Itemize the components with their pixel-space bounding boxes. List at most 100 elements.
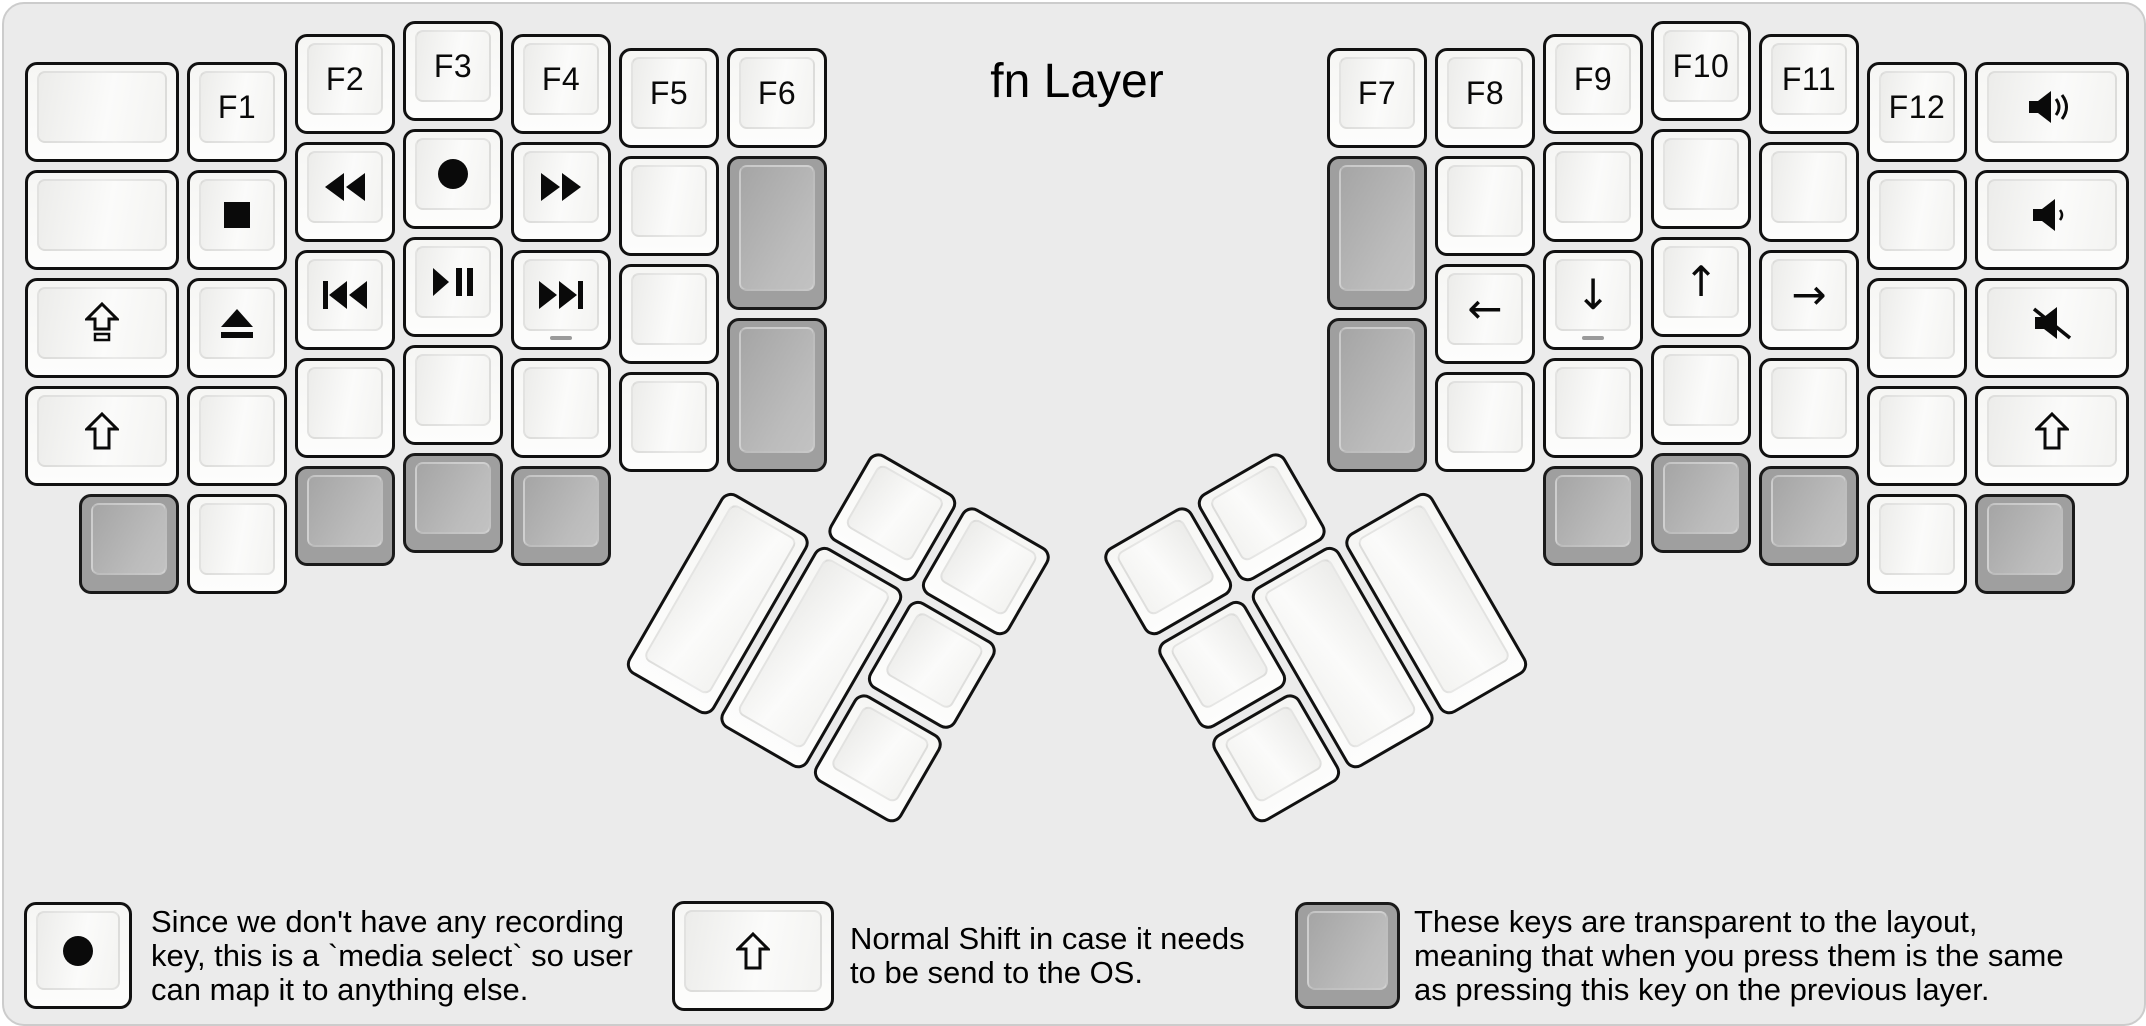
key-blank[interactable] (295, 358, 395, 458)
key-label: F8 (1465, 74, 1505, 111)
key-media-fast-forward[interactable] (511, 142, 611, 242)
record-icon (436, 157, 470, 191)
key-transparent[interactable] (1651, 453, 1751, 553)
key-media-rewind[interactable] (295, 142, 395, 242)
legend-key-shift (672, 901, 834, 1011)
key-f4[interactable]: F4 (511, 34, 611, 134)
keycap-surface (1879, 395, 1955, 467)
keycap-surface (523, 367, 599, 439)
legend-key-transparent (1295, 902, 1400, 1009)
key-blank[interactable] (1543, 358, 1643, 458)
key-blank[interactable] (511, 358, 611, 458)
key-blank[interactable] (1435, 156, 1535, 256)
key-transparent[interactable] (1327, 156, 1427, 310)
key-blank[interactable] (25, 170, 179, 270)
key-blank[interactable] (619, 156, 719, 256)
key-label: F2 (325, 60, 365, 97)
key-volume-mute[interactable] (1975, 278, 2129, 378)
keycap-surface (1987, 71, 2117, 143)
keycap-surface: → (1771, 259, 1847, 331)
keycap-surface (829, 703, 932, 805)
key-media-play-pause[interactable] (403, 237, 503, 337)
keycap-surface: F3 (415, 30, 491, 102)
keycap-surface (937, 516, 1040, 618)
keycap-surface (1771, 475, 1847, 547)
key-label: F6 (757, 74, 797, 111)
keycap-surface (1307, 911, 1388, 990)
key-f3[interactable]: F3 (403, 21, 503, 121)
key-f2[interactable]: F2 (295, 34, 395, 134)
keycap-surface: F7 (1339, 57, 1415, 129)
key-arrow-left[interactable]: ← (1435, 264, 1535, 364)
key-blank[interactable] (619, 264, 719, 364)
key-media-eject[interactable] (187, 278, 287, 378)
key-f7[interactable]: F7 (1327, 48, 1427, 148)
key-arrow-down[interactable]: ↓ (1543, 250, 1643, 350)
keycap-surface (199, 503, 275, 575)
key-media-prev-track[interactable] (295, 250, 395, 350)
key-f1[interactable]: F1 (187, 62, 287, 162)
eject-icon (218, 307, 256, 339)
keycap-surface (631, 165, 707, 237)
key-transparent[interactable] (403, 453, 503, 553)
arrow-up-icon: ↑ (1683, 257, 1719, 306)
keycap-surface (307, 367, 383, 439)
key-transparent[interactable] (1975, 494, 2075, 594)
key-media-stop[interactable] (187, 170, 287, 270)
key-transparent[interactable] (1543, 466, 1643, 566)
key-f12[interactable]: F12 (1867, 62, 1967, 162)
key-blank[interactable] (187, 494, 287, 594)
key-blank[interactable] (1759, 142, 1859, 242)
key-arrow-right[interactable]: → (1759, 250, 1859, 350)
keycap-surface (1879, 287, 1955, 359)
key-f11[interactable]: F11 (1759, 34, 1859, 134)
key-label: F1 (217, 88, 257, 125)
key-f8[interactable]: F8 (1435, 48, 1535, 148)
key-shift-right[interactable] (1975, 386, 2129, 486)
playpause-icon (432, 267, 474, 297)
key-volume-down[interactable] (1975, 170, 2129, 270)
key-f10[interactable]: F10 (1651, 21, 1751, 121)
key-caps-lock[interactable] (25, 278, 179, 378)
key-transparent[interactable] (79, 494, 179, 594)
key-transparent[interactable] (727, 318, 827, 472)
keycap-surface (199, 287, 275, 359)
key-transparent[interactable] (1327, 318, 1427, 472)
key-blank[interactable] (1651, 129, 1751, 229)
keycap-surface (1447, 381, 1523, 453)
key-f6[interactable]: F6 (727, 48, 827, 148)
key-blank[interactable] (1867, 386, 1967, 486)
stop-icon (223, 201, 251, 229)
key-label: F12 (1888, 88, 1946, 125)
key-blank[interactable] (1543, 142, 1643, 242)
key-transparent[interactable] (1759, 466, 1859, 566)
key-blank[interactable] (1867, 494, 1967, 594)
key-transparent[interactable] (727, 156, 827, 310)
key-label: F3 (433, 47, 473, 84)
keycap-surface (91, 503, 167, 575)
keycap-surface (199, 179, 275, 251)
key-arrow-up[interactable]: ↑ (1651, 237, 1751, 337)
key-shift-left[interactable] (25, 386, 179, 486)
key-blank[interactable] (619, 372, 719, 472)
key-transparent[interactable] (511, 466, 611, 566)
key-media-next-track[interactable] (511, 250, 611, 350)
key-blank[interactable] (1759, 358, 1859, 458)
key-blank[interactable] (1435, 372, 1535, 472)
legend-key-media-select (24, 902, 132, 1009)
key-media-record[interactable] (403, 129, 503, 229)
key-blank[interactable] (1867, 278, 1967, 378)
record-icon (61, 934, 95, 968)
keycap-surface: F12 (1879, 71, 1955, 143)
key-f9[interactable]: F9 (1543, 34, 1643, 134)
key-blank[interactable] (1651, 345, 1751, 445)
key-f5[interactable]: F5 (619, 48, 719, 148)
keycap-surface (883, 610, 986, 711)
key-volume-up[interactable] (1975, 62, 2129, 162)
key-blank[interactable] (403, 345, 503, 445)
key-blank[interactable] (187, 386, 287, 486)
key-transparent[interactable] (295, 466, 395, 566)
key-blank[interactable] (1867, 170, 1967, 270)
keycap-surface: F9 (1555, 43, 1631, 115)
key-blank[interactable] (25, 62, 179, 162)
